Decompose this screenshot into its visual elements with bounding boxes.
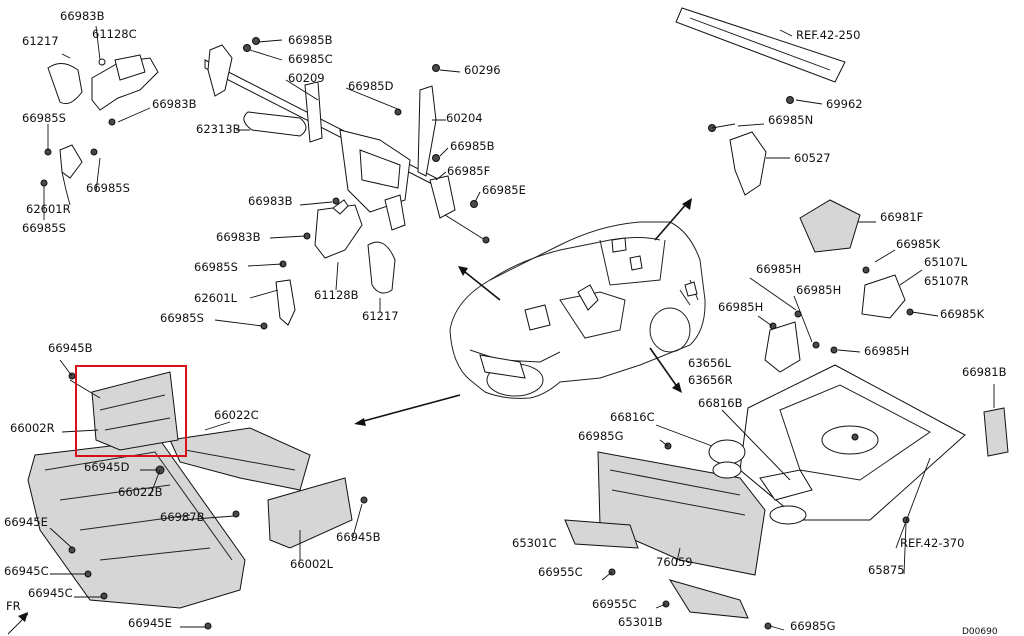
steering-support-member (204, 37, 490, 244)
part-label: 65301B (618, 615, 663, 629)
part-label: 66945C (4, 564, 49, 578)
part-label: 66945B (336, 530, 381, 544)
part-label: 66985G (790, 619, 836, 633)
part-label: 66945E (4, 515, 48, 529)
part-label: 66985K (940, 307, 985, 321)
part-label: 65301C (512, 536, 557, 550)
part-label: 66985N (768, 113, 813, 127)
lower-panel-brackets (214, 197, 396, 330)
part-label: 66985H (756, 262, 801, 276)
car-outline (449, 221, 706, 399)
part-label: 66985S (86, 181, 130, 195)
part-label: 66983B (152, 97, 197, 111)
front-undercover-group (27, 359, 368, 630)
part-label: 62601R (26, 202, 71, 216)
part-label: 61128B (314, 288, 359, 302)
upper-left-bracket-group (40, 25, 159, 220)
part-label: 66983B (248, 194, 293, 208)
part-label: 66985D (348, 79, 394, 93)
front-marker-text: FR (6, 599, 21, 613)
part-label: 66985B (450, 139, 495, 153)
part-label: 66022B (118, 485, 163, 499)
part-label: 61217 (22, 34, 59, 48)
part-label: 66985S (194, 260, 238, 274)
part-label: 61128C (92, 27, 137, 41)
part-label: 63656L (688, 356, 732, 370)
part-label: 66985S (22, 111, 66, 125)
part-label: REF.42-370 (900, 536, 964, 550)
part-label: 66022C (214, 408, 259, 422)
part-label: 65875 (868, 563, 905, 577)
part-label: 66945B (48, 341, 93, 355)
part-label: 60296 (464, 63, 501, 77)
part-label: 66983B (216, 230, 261, 244)
part-label: 62313B (196, 122, 241, 136)
part-label: 66816C (610, 410, 655, 424)
part-label: 66985C (288, 52, 333, 66)
part-label: 66985K (896, 237, 941, 251)
part-label: 66987B (160, 510, 205, 524)
part-label: 66985G (578, 429, 624, 443)
part-label: 66985S (160, 311, 204, 325)
part-label: 66002L (290, 557, 334, 571)
part-label: 66981B (962, 365, 1007, 379)
part-label: 66816B (698, 396, 743, 410)
part-label: 60204 (446, 111, 483, 125)
part-label: 66985H (718, 300, 763, 314)
part-label: 60527 (794, 151, 831, 165)
part-label: 66985H (796, 283, 841, 297)
front-direction-marker: FR (6, 599, 29, 635)
part-label: 66983B (60, 9, 105, 23)
part-label: 60209 (288, 71, 325, 85)
part-label: 66945E (128, 616, 172, 630)
part-label: 66945D (84, 460, 130, 474)
part-label: 63656R (688, 373, 733, 387)
part-label: 66985F (447, 164, 490, 178)
diagram-code: D00690 (962, 627, 998, 636)
part-label: 76059 (656, 555, 693, 569)
upper-right-rail-group (675, 7, 876, 253)
part-label: REF.42-250 (796, 28, 860, 42)
part-label: 62601L (194, 291, 238, 305)
part-label: 61217 (362, 309, 399, 323)
part-label: 66002R (10, 421, 55, 435)
part-label: 66981F (880, 210, 923, 224)
part-label: 66985E (482, 183, 526, 197)
part-label: 66955C (592, 597, 637, 611)
part-label: 66945C (28, 586, 73, 600)
part-label: 66985H (864, 344, 909, 358)
direction-arrows (354, 198, 692, 426)
part-label: 66955C (538, 565, 583, 579)
highlight-box (75, 365, 187, 457)
rear-floor-group (564, 364, 1009, 631)
part-label: 66985S (22, 221, 66, 235)
part-label: 69962 (826, 97, 863, 111)
side-bracket-group (749, 249, 939, 373)
part-label: 65107L (924, 255, 968, 269)
part-label: 66985B (288, 33, 333, 47)
part-label: 65107R (924, 274, 969, 288)
